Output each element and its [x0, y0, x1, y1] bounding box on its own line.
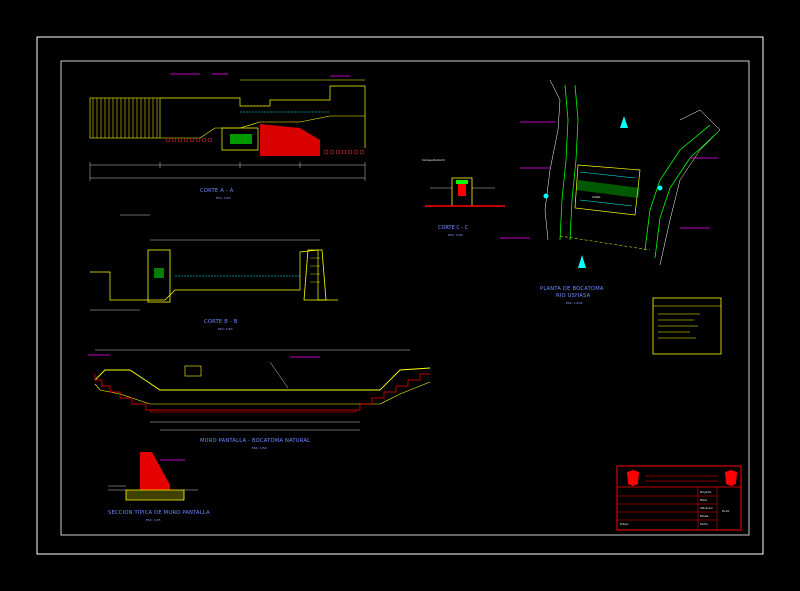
inner-frame — [60, 60, 750, 536]
title-block-row-1: Proyecto — [700, 490, 712, 494]
title-block: Proyecto Plano Ubicacion Escala Fecha Di… — [616, 465, 742, 531]
section-bb-title: CORTE B - B — [204, 319, 238, 325]
plan-canal-tag: CANAL — [592, 195, 601, 199]
typical-title: SECCION TIPICA DE MURO PANTALLA — [108, 510, 210, 516]
title-block-row-3: Ubicacion — [700, 506, 713, 510]
section-cc-scale: ESC: 1/25 — [448, 233, 463, 237]
typical-section-drawing: SECCION TIPICA DE MURO PANTALLA ESC: 1/2… — [108, 452, 210, 522]
section-bb-scale: ESC: 1/50 — [218, 327, 233, 331]
typical-scale: ESC: 1/25 — [146, 518, 161, 522]
right-logo-emblem — [725, 470, 737, 486]
weir-title: MURO PANTALLA - BOCATOMA NATURAL — [200, 438, 310, 444]
plan-title: PLANTA DE BOCATOMA — [540, 286, 604, 292]
title-block-row-6: Dibujo — [620, 522, 629, 526]
plan-scale: ESC: 1/100 — [566, 301, 583, 305]
legend-box — [652, 297, 722, 355]
section-cc-sheet-label: Compuerta Del III — [422, 158, 445, 162]
title-block-row-2: Plano — [700, 498, 708, 502]
section-aa-scale: ESC: 1/50 — [216, 196, 231, 200]
section-bb-drawing: CORTE B - B ESC: 1/50 — [90, 214, 338, 331]
plan-drawing: CANAL PLANTA DE BOCATOMA RIO USHASA ESC:… — [500, 79, 721, 305]
title-block-code: PL-01 — [722, 509, 730, 513]
weir-section-drawing: MURO PANTALLA - BOCATOMA NATURAL ESC: 1/… — [88, 349, 431, 450]
section-aa-title: CORTE A - A — [200, 188, 234, 194]
plan-subtitle: RIO USHASA — [556, 293, 591, 299]
title-block-row-5: Fecha — [700, 522, 708, 526]
outer-frame — [36, 36, 764, 555]
section-cc-title: CORTE C - C — [438, 225, 469, 231]
left-logo-emblem — [627, 470, 639, 486]
section-aa-drawing: CORTE A - A ESC: 1/50 — [89, 73, 366, 200]
section-cc-drawing: Compuerta Del III CORTE C - C ESC: 1/25 — [422, 158, 505, 237]
title-block-row-4: Escala — [700, 514, 709, 518]
weir-scale: ESC: 1/50 — [252, 446, 267, 450]
